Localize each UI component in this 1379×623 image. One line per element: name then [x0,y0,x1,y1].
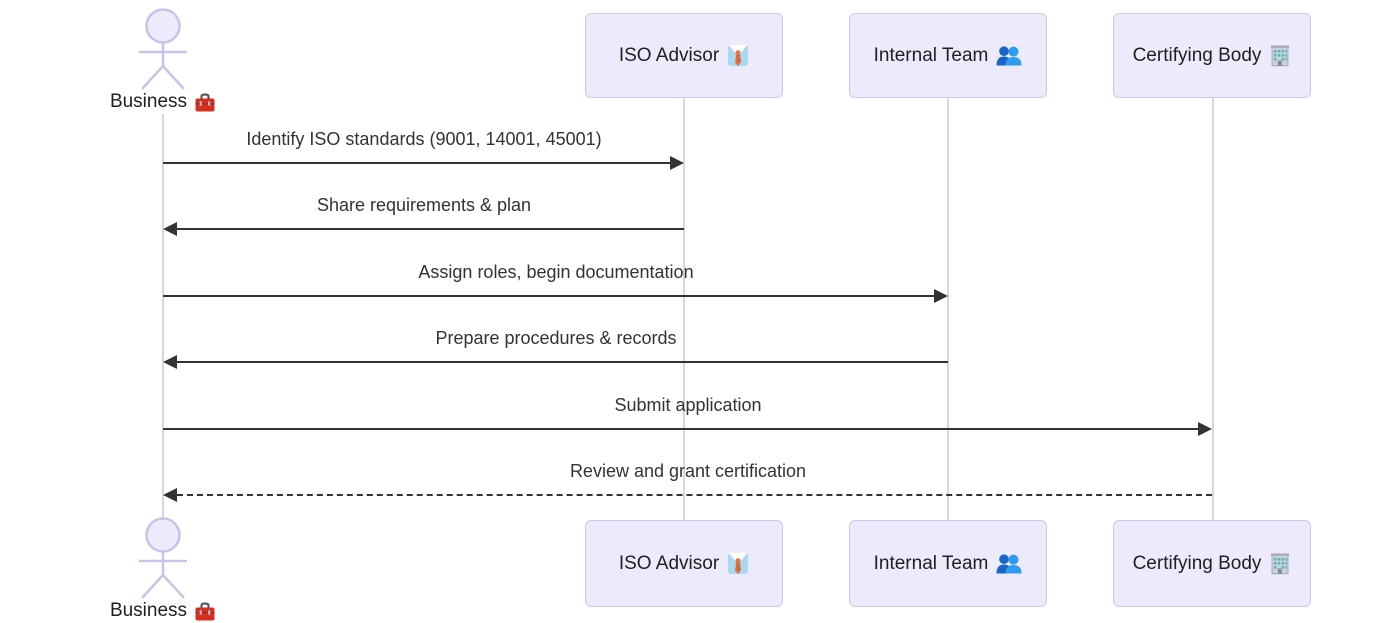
people-icon [996,45,1022,65]
actor-business-bottom: Business [83,517,243,622]
lifeline-iso-advisor [683,98,685,520]
message-label: Assign roles, begin documentation [418,262,694,282]
stick-figure-icon [139,517,187,599]
necktie-icon [728,45,749,66]
participant-certifying-body-top: Certifying Body [1113,13,1311,98]
actor-label-text: Business [109,91,188,112]
participant-iso-advisor-bottom: ISO Advisor [585,520,783,607]
message-arrow-2 [163,222,684,236]
message-label: Review and grant certification [569,461,807,481]
participant-label-text: ISO Advisor [618,44,720,66]
participant-internal-team-top: Internal Team [849,13,1047,98]
actor-label-text: Business [109,600,188,621]
participant-label-text: Certifying Body [1132,44,1262,66]
participant-internal-team-bottom: Internal Team [849,520,1047,607]
message-arrow-4 [163,355,948,369]
actor-business-label: Business [110,91,216,113]
message-label: Submit application [614,395,762,415]
arrowhead-icon [163,222,177,236]
actor-business-top: Business [83,8,243,113]
arrowhead-icon [670,156,684,170]
necktie-icon [728,553,749,574]
participant-label-text: Internal Team [873,552,989,574]
actor-business-label: Business [110,600,216,622]
arrowhead-icon [1198,422,1212,436]
building-icon [1271,553,1290,575]
message-arrow-6 [163,488,1212,502]
participant-label-text: Certifying Body [1132,552,1262,574]
message-label: Share requirements & plan [316,195,532,215]
toolbox-icon [195,92,215,111]
message-label: Prepare procedures & records [435,328,677,348]
toolbox-icon [195,601,215,620]
message-arrow-1 [163,156,684,170]
building-icon [1271,45,1290,67]
participant-label-text: Internal Team [873,44,989,66]
lifeline-certifying-body [1212,98,1214,520]
participant-iso-advisor-top: ISO Advisor [585,13,783,98]
people-icon [996,553,1022,573]
message-label: Identify ISO standards (9001, 14001, 450… [246,129,602,149]
arrowhead-icon [163,355,177,369]
arrowhead-icon [934,289,948,303]
arrowhead-icon [163,488,177,502]
participant-label-text: ISO Advisor [618,552,720,574]
stick-figure-icon [139,8,187,90]
lifeline-business [162,114,164,520]
participant-certifying-body-bottom: Certifying Body [1113,520,1311,607]
lifeline-internal-team [947,98,949,520]
message-arrow-3 [163,289,948,303]
message-arrow-5 [163,422,1212,436]
